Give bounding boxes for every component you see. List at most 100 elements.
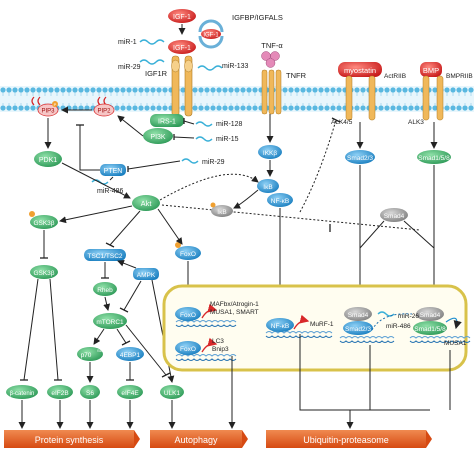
svg-text:AMPK: AMPK xyxy=(137,272,156,279)
actriib-receptor: ActRIIB ALK4/5 xyxy=(331,73,406,126)
mirna-29-top: miR-29 xyxy=(118,59,165,71)
svg-text:miR-486: miR-486 xyxy=(97,188,124,195)
svg-text:IGF-1: IGF-1 xyxy=(173,14,191,21)
eif4e-protein: eIF4E xyxy=(117,385,143,399)
svg-text:miR-486: miR-486 xyxy=(386,323,411,330)
svg-text:4EBP1: 4EBP1 xyxy=(120,352,141,359)
mirna-133: miR-133 xyxy=(197,63,249,71)
p70s6k-protein: p70 S6K xyxy=(77,347,105,361)
svg-text:miR-29: miR-29 xyxy=(202,159,225,166)
svg-text:IRS-1: IRS-1 xyxy=(158,119,176,126)
svg-text:Smad1/5/8: Smad1/5/8 xyxy=(414,326,446,333)
smad23-protein: Smad2/3 xyxy=(345,150,375,164)
svg-text:IGF-1: IGF-1 xyxy=(173,45,191,52)
svg-text:IκB: IκB xyxy=(217,209,226,216)
svg-text:GSK3β: GSK3β xyxy=(33,220,54,227)
svg-text:β-catenin: β-catenin xyxy=(10,391,35,397)
smad158-protein: Smad1/5/8 xyxy=(417,150,451,164)
svg-text:FoxO: FoxO xyxy=(180,346,196,353)
svg-text:IκB: IκB xyxy=(263,184,272,191)
bmp-ligand: BMP xyxy=(420,62,442,77)
svg-text:Smad2/3: Smad2/3 xyxy=(345,326,371,333)
ikb-degraded: IκB xyxy=(210,202,233,217)
ikb-nfkb-complex: IκB NF-κB xyxy=(257,179,293,207)
outcome-protein-synthesis: Protein synthesis xyxy=(4,430,140,448)
svg-text:Bnip3: Bnip3 xyxy=(212,346,229,353)
igf1-ligand-bound: IGF-1 xyxy=(168,40,196,54)
ikkb-protein: IKKβ xyxy=(258,145,282,159)
svg-text:TNF-α: TNF-α xyxy=(261,41,283,50)
svg-text:ULK1: ULK1 xyxy=(164,390,181,397)
gsk3b-protein: GSK3β xyxy=(30,265,58,279)
svg-text:miR-29: miR-29 xyxy=(118,64,141,71)
svg-text:ALK3: ALK3 xyxy=(408,119,424,126)
mirna-29-mid: miR-29 xyxy=(181,158,225,166)
tsc-complex: TSC1/TSC2 xyxy=(84,249,126,261)
pdk1-protein: PDK1 xyxy=(34,151,62,167)
svg-text:p70: p70 xyxy=(81,352,92,359)
mirna-1: miR-1 xyxy=(118,39,165,46)
bmpriib-receptor: BMPRIIB ALK3 xyxy=(408,73,473,126)
mtorc1-complex: mTORC1 xyxy=(93,313,127,329)
svg-text:GSK3β: GSK3β xyxy=(33,270,54,277)
svg-text:PIP3: PIP3 xyxy=(41,109,55,115)
pip2-lipid: PIP2 xyxy=(93,96,115,117)
beta-catenin-protein: β-catenin xyxy=(6,385,38,399)
svg-text:eIF2B: eIF2B xyxy=(51,390,68,397)
akt-protein: Akt xyxy=(132,195,160,211)
svg-text:S6: S6 xyxy=(86,390,94,397)
svg-text:MAFbx/Atrogin-1: MAFbx/Atrogin-1 xyxy=(210,301,259,308)
svg-text:eIF4E: eIF4E xyxy=(121,390,139,397)
svg-text:Smad4: Smad4 xyxy=(384,213,405,220)
pi3k-protein: PI3K xyxy=(143,128,173,144)
outcome-autophagy: Autophagy xyxy=(150,430,248,448)
mirna-128: miR-128 xyxy=(195,121,243,128)
svg-text:FoxO: FoxO xyxy=(180,251,196,258)
svg-text:LC3: LC3 xyxy=(212,338,224,345)
smad4-smad158-nuclear: Smad4 Smad1/5/8 xyxy=(413,307,447,335)
igf1r-receptor: IGF1R xyxy=(145,55,193,117)
svg-text:Ubiquitin-proteasome: Ubiquitin-proteasome xyxy=(303,435,389,445)
irs1-protein: IRS-1 xyxy=(150,114,184,127)
svg-text:BMPRIIB: BMPRIIB xyxy=(446,73,473,80)
foxo-phospho-cytoplasm: FoxO xyxy=(175,242,201,260)
svg-text:IGF-1: IGF-1 xyxy=(203,33,219,39)
svg-text:FoxO: FoxO xyxy=(180,312,196,319)
myostatin-ligand: myostatin xyxy=(338,62,382,77)
ulk1-protein: ULK1 xyxy=(160,385,184,399)
svg-text:BMP: BMP xyxy=(423,66,439,75)
igfbp-label: IGFBP/IGFALS xyxy=(232,13,283,22)
svg-text:Smad4: Smad4 xyxy=(420,312,441,319)
pten-protein: PTEN xyxy=(100,164,126,176)
nfkb-nuclear: NF-κB xyxy=(266,318,294,332)
gsk3b-phospho: GSK3β xyxy=(29,211,58,229)
igf1-ligand-top: IGF-1 xyxy=(168,9,196,23)
svg-text:Smad2/3: Smad2/3 xyxy=(347,155,373,162)
svg-text:TSC1/TSC2: TSC1/TSC2 xyxy=(87,253,122,260)
svg-text:NF-κB: NF-κB xyxy=(271,323,289,330)
svg-text:myostatin: myostatin xyxy=(344,66,376,75)
svg-text:Akt: Akt xyxy=(141,199,153,208)
rheb-protein: Rheb xyxy=(93,282,117,296)
svg-text:Rheb: Rheb xyxy=(97,287,113,294)
svg-text:MuRF-1: MuRF-1 xyxy=(310,321,334,328)
svg-text:IKKβ: IKKβ xyxy=(263,150,277,157)
svg-text:TNFR: TNFR xyxy=(286,71,307,80)
4ebp1-protein: 4EBP1 xyxy=(116,347,144,361)
mirna-486-nuclear: miR-486 xyxy=(386,323,411,330)
svg-text:Smad4: Smad4 xyxy=(348,312,369,319)
svg-text:MUSA1: MUSA1 xyxy=(444,340,467,347)
svg-text:PDK1: PDK1 xyxy=(39,157,57,164)
svg-text:miR-26: miR-26 xyxy=(398,313,419,320)
smad4-protein: Smad4 xyxy=(380,208,408,222)
outcome-ubiquitin-proteasome: Ubiquitin-proteasome xyxy=(266,430,432,448)
tnfr-receptor: TNFR xyxy=(261,69,307,115)
tnf-alpha-ligand: TNF-α xyxy=(261,41,283,68)
svg-text:NF-κB: NF-κB xyxy=(271,198,289,205)
igfbp-complex: IGF-1 IGFBP/IGFALS xyxy=(198,13,283,49)
svg-text:miR-128: miR-128 xyxy=(216,121,243,128)
mirna-15: miR-15 xyxy=(195,136,239,143)
foxo-nuclear-1: FoxO xyxy=(175,307,201,321)
svg-text:miR-1: miR-1 xyxy=(118,39,137,46)
